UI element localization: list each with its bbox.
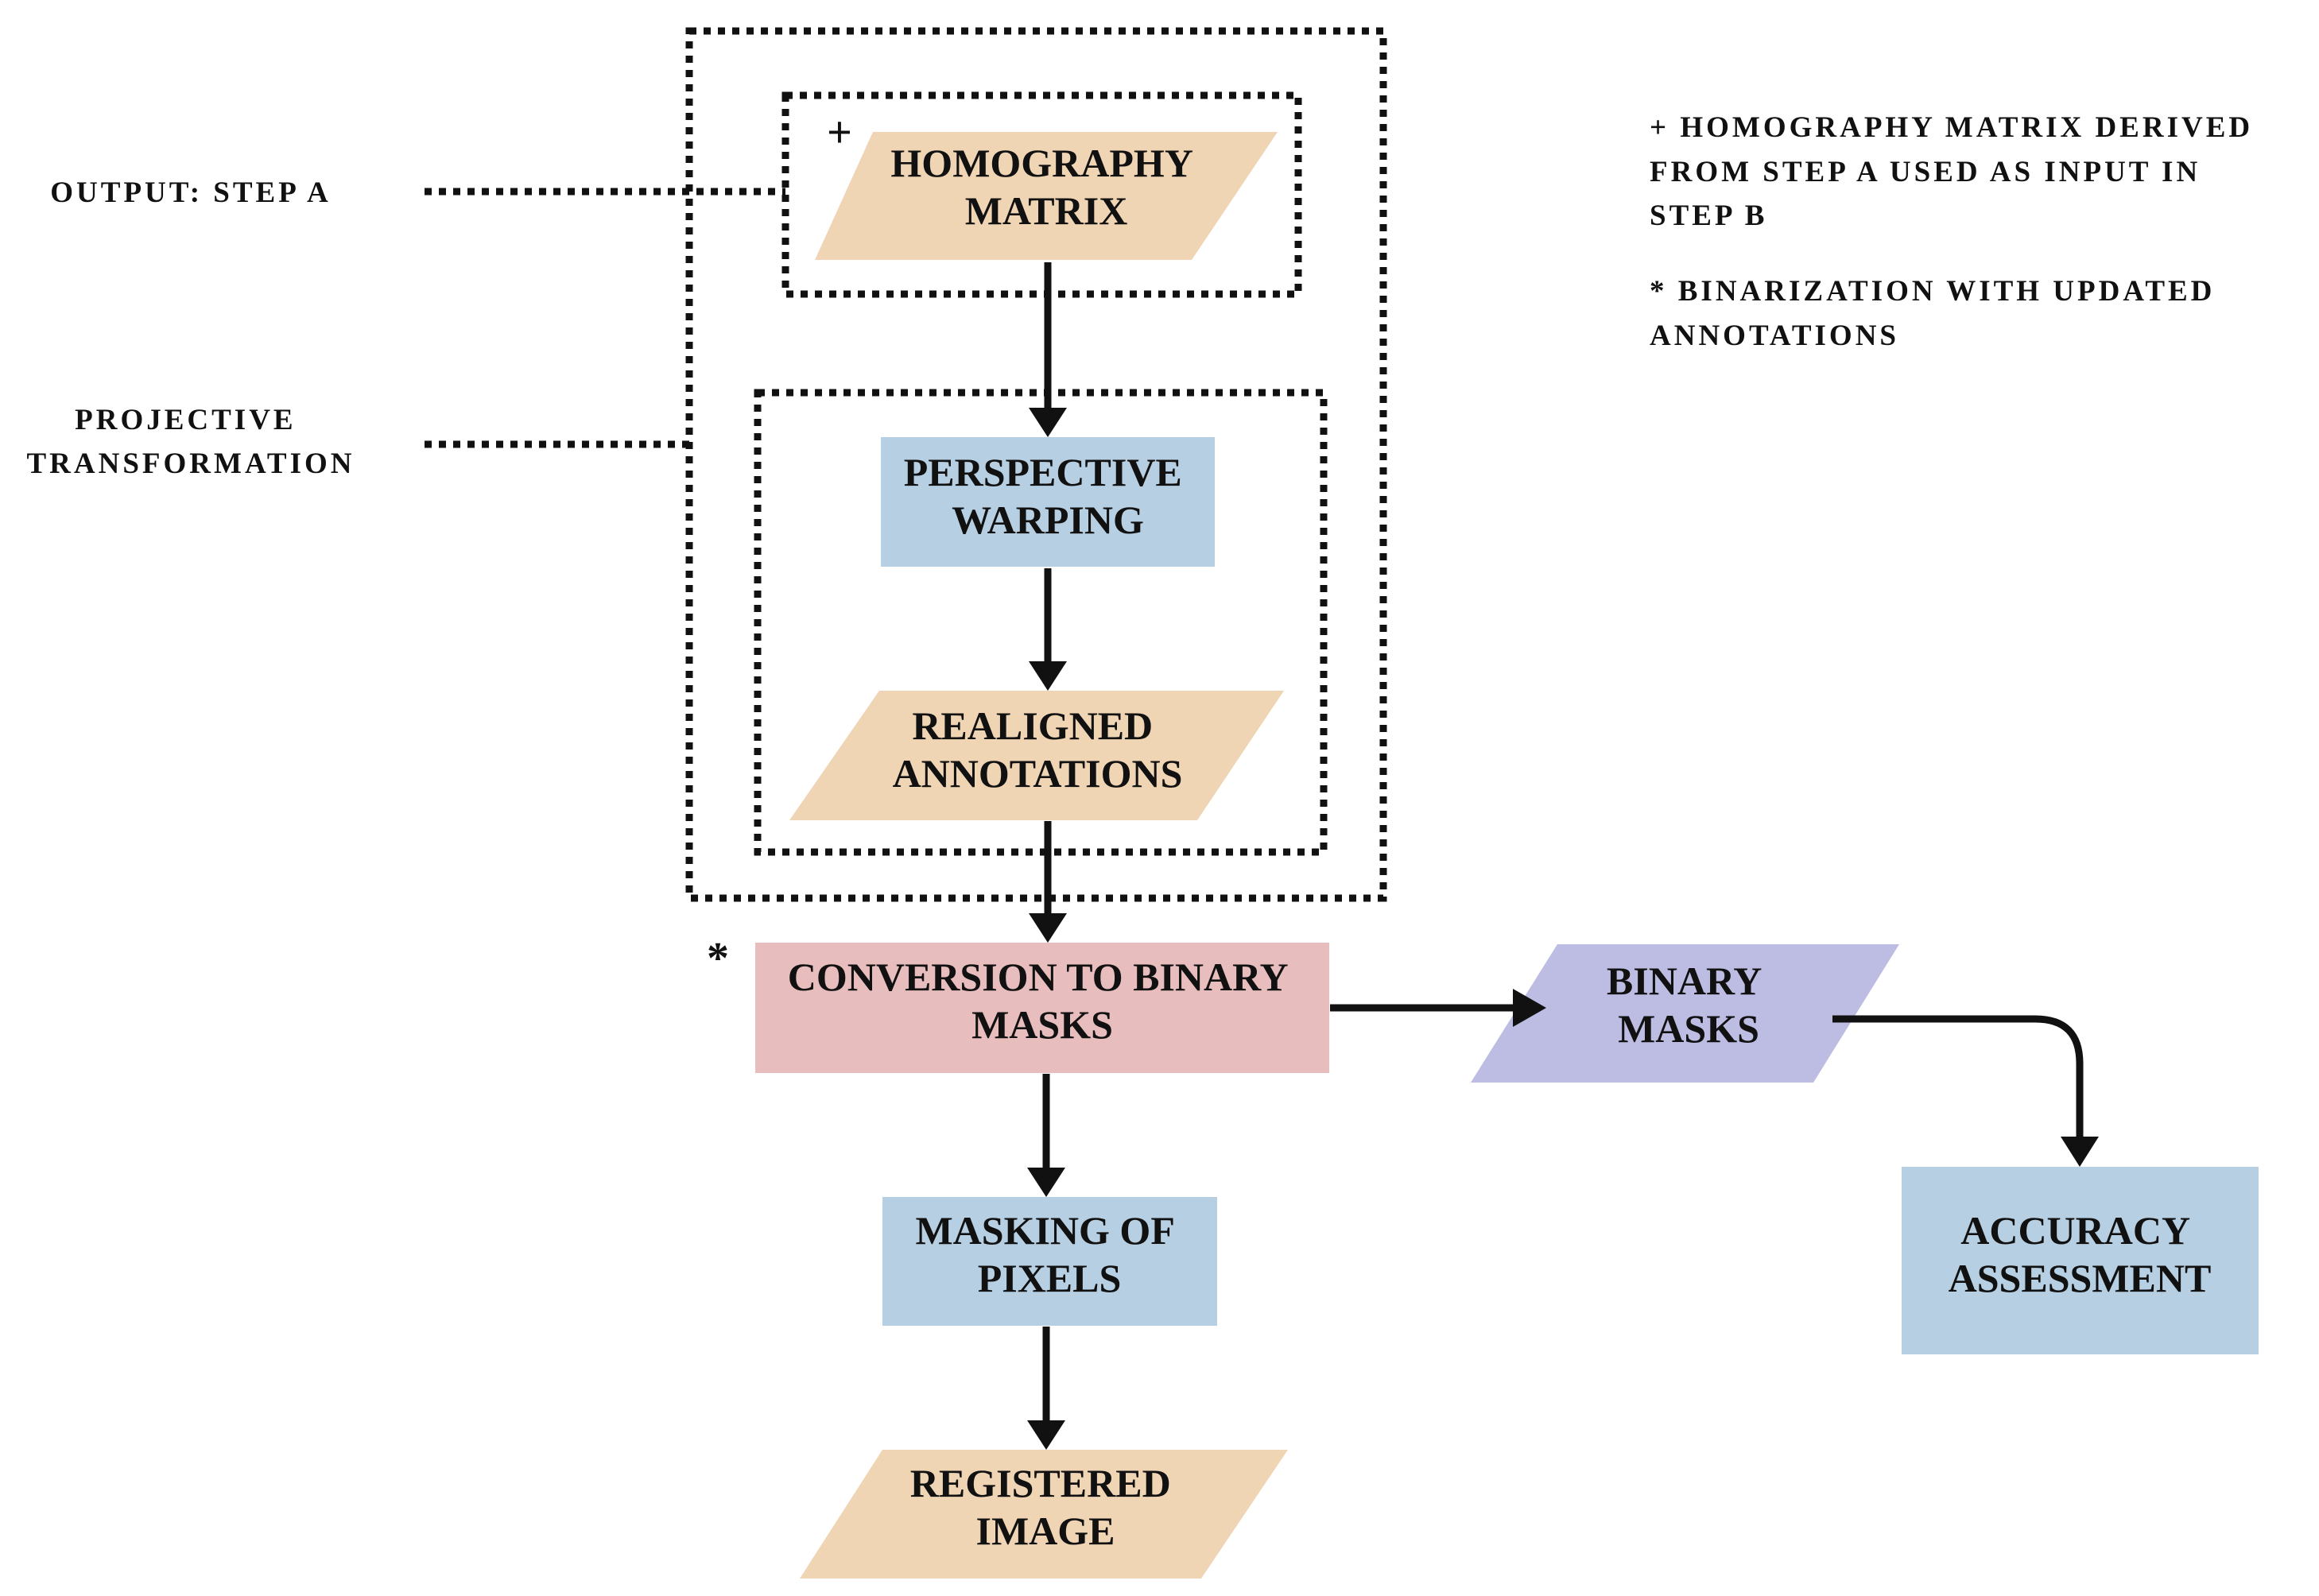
arrow-conversion-to-binary-masks <box>1330 989 1546 1027</box>
homography-matrix-label: HOMOGRAPHY MATRIX <box>890 141 1201 233</box>
conversion-star-marker: * <box>707 934 729 983</box>
registered-image-shape <box>800 1450 1288 1579</box>
warping-group-box <box>754 389 1328 856</box>
masking-of-pixels-shape <box>882 1197 1217 1326</box>
arrow-conversion-to-masking <box>1027 1074 1065 1197</box>
homography-plus-marker: + <box>827 108 852 157</box>
realigned-annotations-shape <box>789 691 1284 820</box>
projective-transformation-label: PROJECTIVE TRANSFORMATION <box>27 404 355 480</box>
node-realigned-annotations: REALIGNED ANNOTATIONS <box>789 691 1284 820</box>
binary-masks-label: BINARY MASKS <box>1607 959 1770 1051</box>
homography-matrix-shape <box>815 132 1278 260</box>
node-accuracy-assessment: ACCURACY ASSESSMENT <box>1902 1167 2259 1354</box>
node-perspective-warping: PERSPECTIVE WARPING <box>881 437 1215 567</box>
node-registered-image: REGISTERED IMAGE <box>800 1450 1288 1579</box>
node-homography-matrix: HOMOGRAPHY MATRIX + <box>815 108 1278 260</box>
node-binary-masks: BINARY MASKS <box>1471 944 1899 1083</box>
accuracy-assessment-label: ACCURACY ASSESSMENT <box>1949 1208 2212 1300</box>
node-conversion-binary-masks: CONVERSION TO BINARY MASKS * <box>707 934 1329 1073</box>
star-note: * BINARIZATION WITH UPDATED ANNOTATIONS <box>1650 275 2226 352</box>
plus-note: + HOMOGRAPHY MATRIX DERIVED FROM STEP A … <box>1650 111 2263 232</box>
conversion-binary-masks-label: CONVERSION TO BINARY MASKS <box>788 955 1297 1047</box>
arrow-binary-masks-to-accuracy <box>1832 1015 2099 1167</box>
output-step-a-label: OUTPUT: STEP A <box>50 176 331 209</box>
perspective-warping-label: PERSPECTIVE WARPING <box>904 450 1192 542</box>
node-masking-of-pixels: MASKING OF PIXELS <box>882 1197 1217 1326</box>
arrow-realigned-to-conversion <box>1029 821 1067 943</box>
accuracy-assessment-shape <box>1902 1167 2259 1354</box>
conversion-binary-masks-shape <box>755 943 1329 1073</box>
projective-transformation-group-outer <box>685 27 1387 902</box>
arrow-masking-to-registered <box>1027 1327 1065 1450</box>
binary-masks-shape <box>1471 944 1899 1083</box>
arrow-warping-to-realigned <box>1029 568 1067 691</box>
masking-of-pixels-label: MASKING OF PIXELS <box>915 1208 1183 1300</box>
perspective-warping-shape <box>881 437 1215 567</box>
realigned-annotations-label: REALIGNED ANNOTATIONS <box>893 703 1183 796</box>
registered-image-label: REGISTERED IMAGE <box>910 1461 1181 1553</box>
arrow-homography-to-warping <box>1029 262 1067 437</box>
